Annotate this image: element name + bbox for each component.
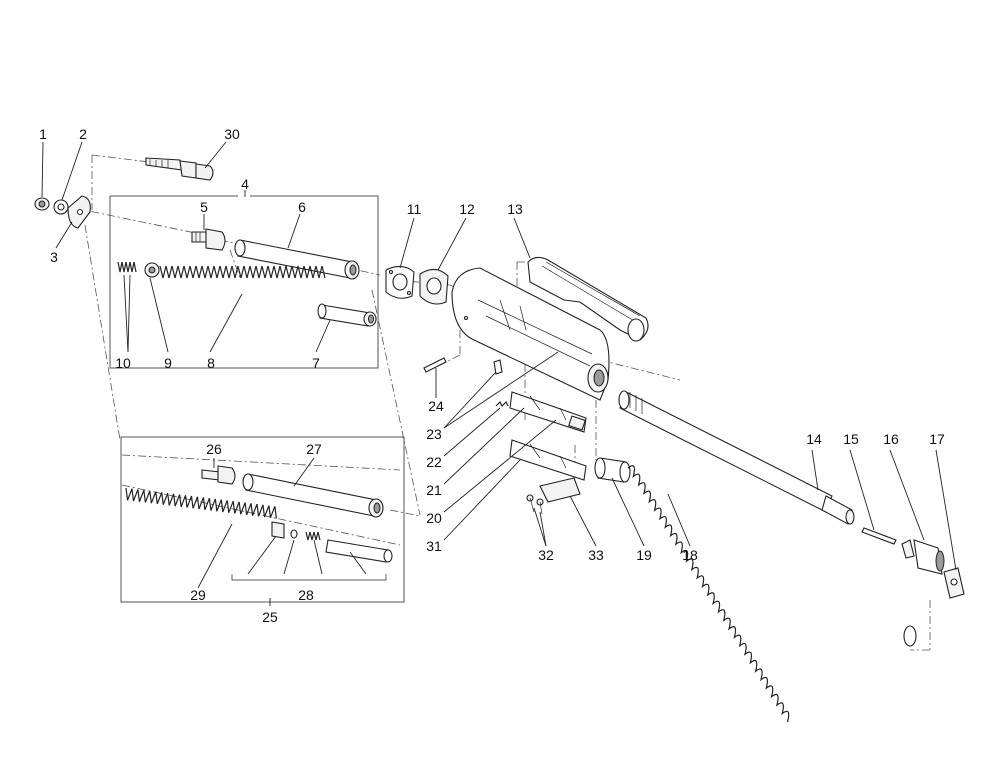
label-17: 17 [929,431,945,447]
label-1: 1 [39,126,47,142]
label-29: 29 [190,587,206,603]
part-11-gasket [385,265,415,299]
part-31-slide [509,439,587,481]
part-24-pin [423,357,447,373]
part-17-swivel [943,567,965,599]
part-26-valve [201,465,236,485]
label-16: 16 [883,431,899,447]
part-10-small-spring [117,261,137,273]
label-27: 27 [306,441,322,457]
label-28: 28 [298,587,314,603]
part-15-pin [861,527,897,545]
part-23-pin [493,359,503,375]
label-11: 11 [407,201,422,217]
label-24: 24 [428,398,444,414]
part-1-nut [34,197,50,211]
part-9-ring [144,262,160,278]
assembly-lines [59,154,931,651]
label-30: 30 [224,126,240,142]
part-7-piston [317,303,377,327]
label-33: 33 [588,547,604,563]
label-15: 15 [843,431,859,447]
part-6-tube [234,239,360,280]
part-3-plate [67,195,91,229]
part-12-gasket [419,268,449,305]
label-3: 3 [50,249,58,265]
part-33-block [539,477,581,503]
part-20-slide [509,391,587,433]
part-14-barrel [618,390,855,525]
label-6: 6 [298,199,306,215]
label-18: 18 [682,547,698,563]
label-21: 21 [426,482,442,498]
leader-lines [41,141,957,606]
label-23: 23 [426,426,442,442]
label-2: 2 [79,126,87,142]
part-forend-body [451,267,610,401]
assembly-box-4 [109,195,379,369]
label-26: 26 [206,441,222,457]
part-13-handguard [527,256,649,342]
part-29-spring [125,487,277,519]
label-22: 22 [426,454,442,470]
label-7: 7 [312,355,320,371]
label-19: 19 [636,547,652,563]
part-18-large-spring [627,465,917,723]
label-9: 9 [164,355,172,371]
label-14: 14 [806,431,822,447]
label-12: 12 [459,201,475,217]
part-22-spring [495,400,509,408]
part-28-set [231,521,393,581]
part-30-bolt [145,157,214,181]
part-5-valve [191,228,226,251]
label-32: 32 [538,547,554,563]
label-4: 4 [241,176,249,192]
part-32-screws [526,494,544,515]
label-31: 31 [426,538,442,554]
part-8-long-spring [159,265,326,279]
part-19-bushing [594,457,631,483]
label-10: 10 [115,355,131,371]
part-2-washer [53,199,69,215]
label-5: 5 [200,199,208,215]
label-25: 25 [262,609,278,625]
label-20: 20 [426,510,442,526]
label-8: 8 [207,355,215,371]
label-13: 13 [507,201,523,217]
part-27-tube [242,473,384,518]
part-16-end-cap [901,539,945,575]
assembly-box-25 [120,436,405,603]
callout-labels: 1 2 3 30 4 5 6 10 9 8 7 11 12 13 24 23 2… [39,126,945,625]
